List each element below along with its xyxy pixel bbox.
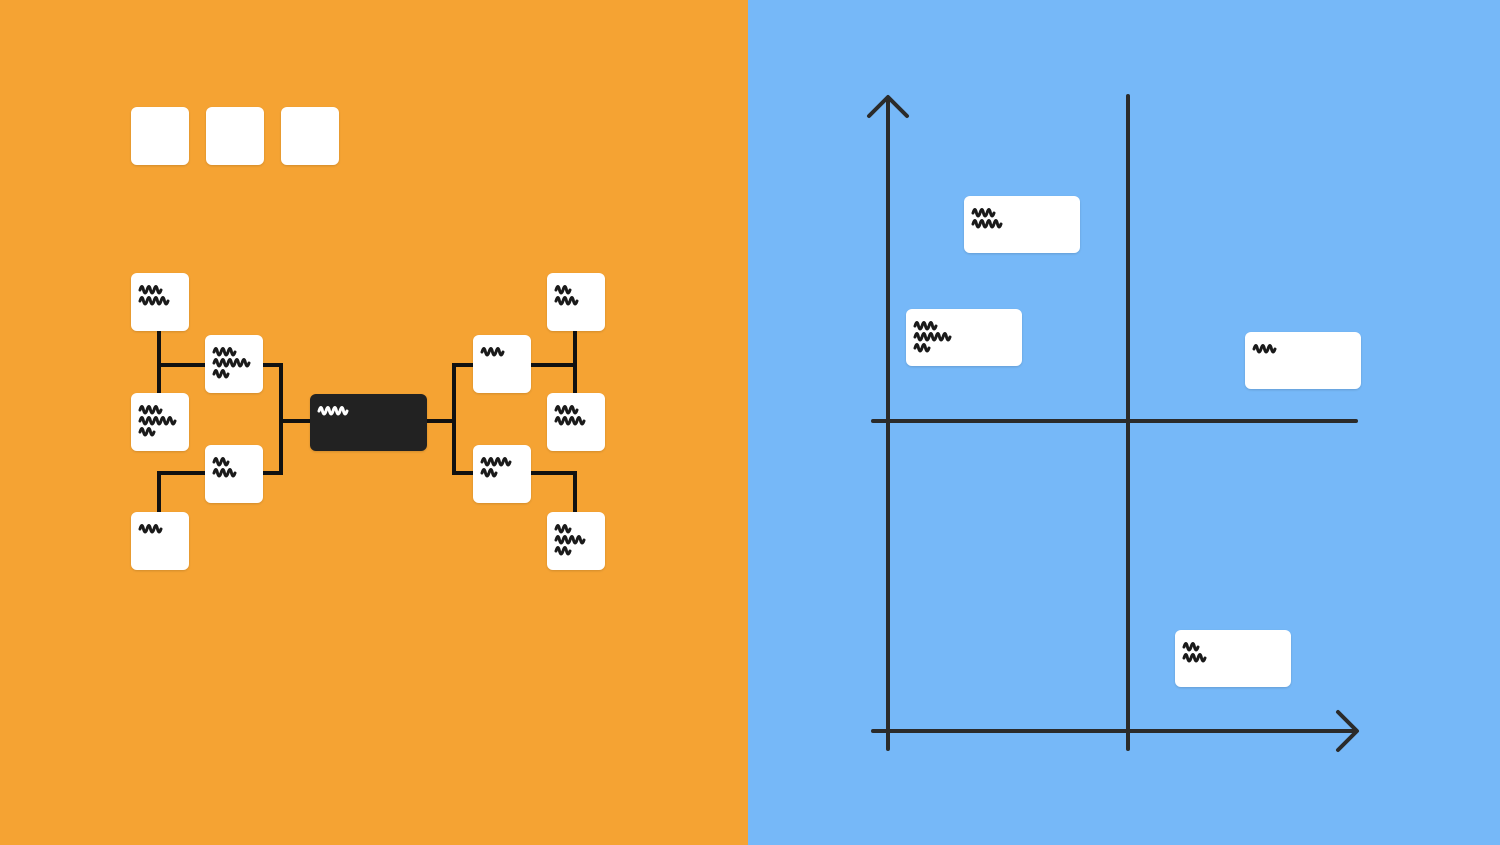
scribble-icon (480, 468, 498, 478)
scribble-icon (480, 457, 512, 467)
tree-node-card (205, 335, 263, 393)
tree-node-card (547, 512, 605, 570)
scribble-icon (212, 369, 230, 379)
scribble-icon (138, 285, 163, 295)
tree-diagram (131, 107, 605, 570)
quadrant-card (1245, 332, 1361, 389)
tree-node-card (547, 393, 605, 451)
tree-node-card (473, 335, 531, 393)
tree-node-card (131, 512, 189, 570)
scribble-icon (480, 347, 505, 357)
scribble-icon (138, 416, 177, 426)
quadrant-card-box (964, 196, 1080, 253)
scribble-icon (138, 296, 170, 306)
scribble-icon (212, 457, 230, 467)
placeholder-square (281, 107, 339, 165)
quadrant-card (964, 196, 1080, 253)
scribble-icon (554, 546, 572, 556)
y-axis-arrow-icon (867, 95, 909, 118)
scribble-icon (554, 416, 586, 426)
tree-node-card-box (131, 512, 189, 570)
scribble-icon (554, 535, 586, 545)
tree-node-card (131, 393, 189, 451)
quadrant-card-box (906, 309, 1022, 366)
scribble-icon (138, 524, 163, 534)
scribble-icon (554, 296, 579, 306)
tree-node-card (473, 445, 531, 503)
quadrant-card-box (1245, 332, 1361, 389)
scribble-icon (138, 405, 163, 415)
center-node-card (310, 394, 427, 451)
scribble-icon (913, 343, 931, 353)
scribble-icon (554, 524, 572, 534)
placeholder-square (131, 107, 189, 165)
quadrant-chart (867, 94, 1361, 752)
tree-node-card-box (473, 335, 531, 393)
tree-node-card (547, 273, 605, 331)
scribble-icon (554, 405, 579, 415)
scribble-icon (212, 347, 237, 357)
scribble-icon (212, 468, 237, 478)
center-node-card-box (310, 394, 427, 451)
scribble-icon (1252, 344, 1277, 354)
placeholder-square-box (281, 107, 339, 165)
scribble-icon (1182, 653, 1207, 663)
x-axis-arrow-icon (1336, 710, 1359, 752)
scribble-icon (913, 321, 938, 331)
scribble-icon (554, 285, 572, 295)
placeholder-square-box (131, 107, 189, 165)
scribble-icon (971, 219, 1003, 229)
quadrant-card-box (1175, 630, 1291, 687)
scribble-icon (317, 406, 349, 416)
tree-node-card-box (473, 445, 531, 503)
scribble-icon (1182, 642, 1200, 652)
scribble-icon (138, 427, 156, 437)
scribble-icon (212, 358, 251, 368)
scribble-icon (971, 208, 996, 218)
placeholder-square-box (206, 107, 264, 165)
placeholder-square (206, 107, 264, 165)
scribble-icon (913, 332, 952, 342)
tree-node-card (131, 273, 189, 331)
quadrant-card (906, 309, 1022, 366)
tree-node-card (205, 445, 263, 503)
quadrant-card (1175, 630, 1291, 687)
